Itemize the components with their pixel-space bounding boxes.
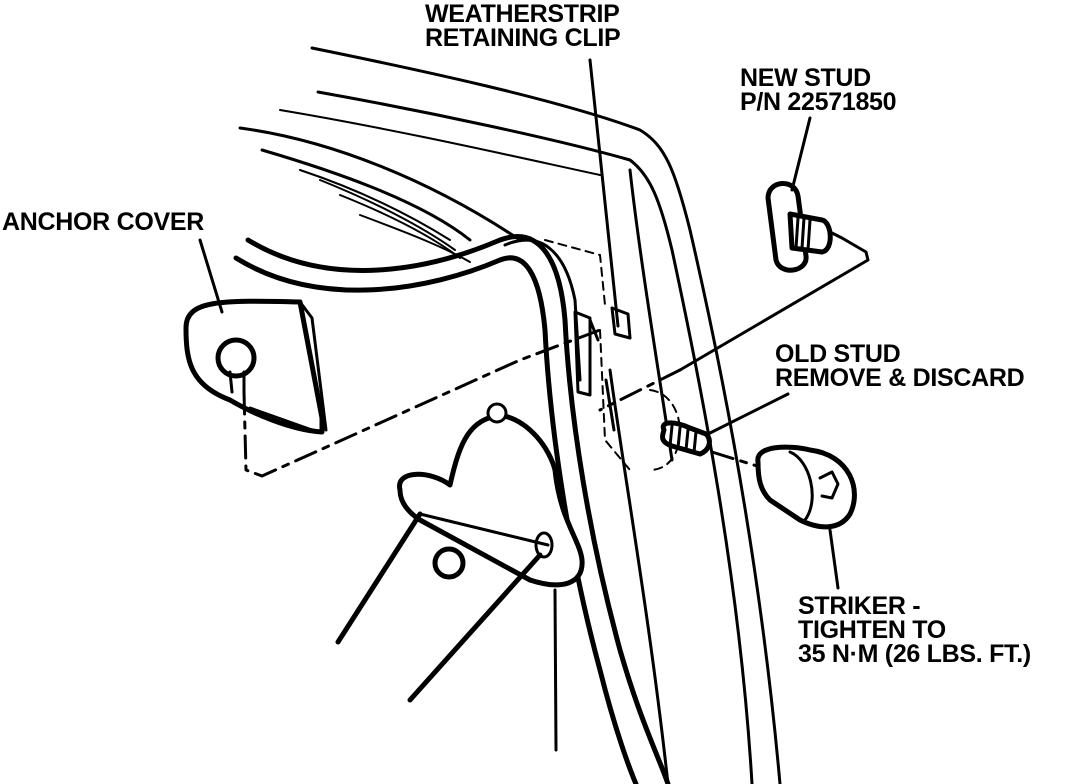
old-stud-label-line2: REMOVE & DISCARD bbox=[775, 364, 1025, 392]
weatherstrip-clip-label-line2: RETAINING CLIP bbox=[425, 24, 621, 52]
new-stud-label-line2: P/N 22571850 bbox=[740, 88, 897, 116]
leader-lines bbox=[198, 58, 840, 590]
anchor-cover-label-line1: ANCHOR COVER bbox=[2, 208, 204, 236]
old-stud-part bbox=[660, 420, 712, 457]
new-stud-label: NEW STUD P/N 22571850 bbox=[740, 64, 897, 116]
new-stud-label-line1: NEW STUD bbox=[740, 64, 871, 92]
weatherstrip-clip-label: WEATHERSTRIP RETAINING CLIP bbox=[425, 0, 621, 52]
anchor-cover-label: ANCHOR COVER bbox=[2, 208, 204, 236]
striker-label: STRIKER - TIGHTEN TO 35 N·M (26 LBS. FT.… bbox=[798, 592, 1031, 668]
belt-webbing bbox=[233, 234, 671, 784]
new-stud-part bbox=[598, 181, 870, 412]
weatherstrip-clip-label-line1: WEATHERSTRIP bbox=[425, 0, 620, 28]
striker-label-line2: TIGHTEN TO bbox=[798, 616, 946, 644]
roof-rail bbox=[260, 148, 472, 263]
old-stud-label-line1: OLD STUD bbox=[775, 340, 901, 368]
anchor-cover-part bbox=[183, 298, 602, 478]
striker-label-line1: STRIKER - bbox=[798, 592, 921, 620]
old-stud-label: OLD STUD REMOVE & DISCARD bbox=[775, 340, 1025, 392]
striker-label-line3: 35 N·M (26 LBS. FT.) bbox=[798, 640, 1031, 668]
belt-anchor bbox=[335, 402, 585, 752]
striker-part bbox=[710, 444, 857, 530]
body-pillar bbox=[238, 46, 782, 784]
